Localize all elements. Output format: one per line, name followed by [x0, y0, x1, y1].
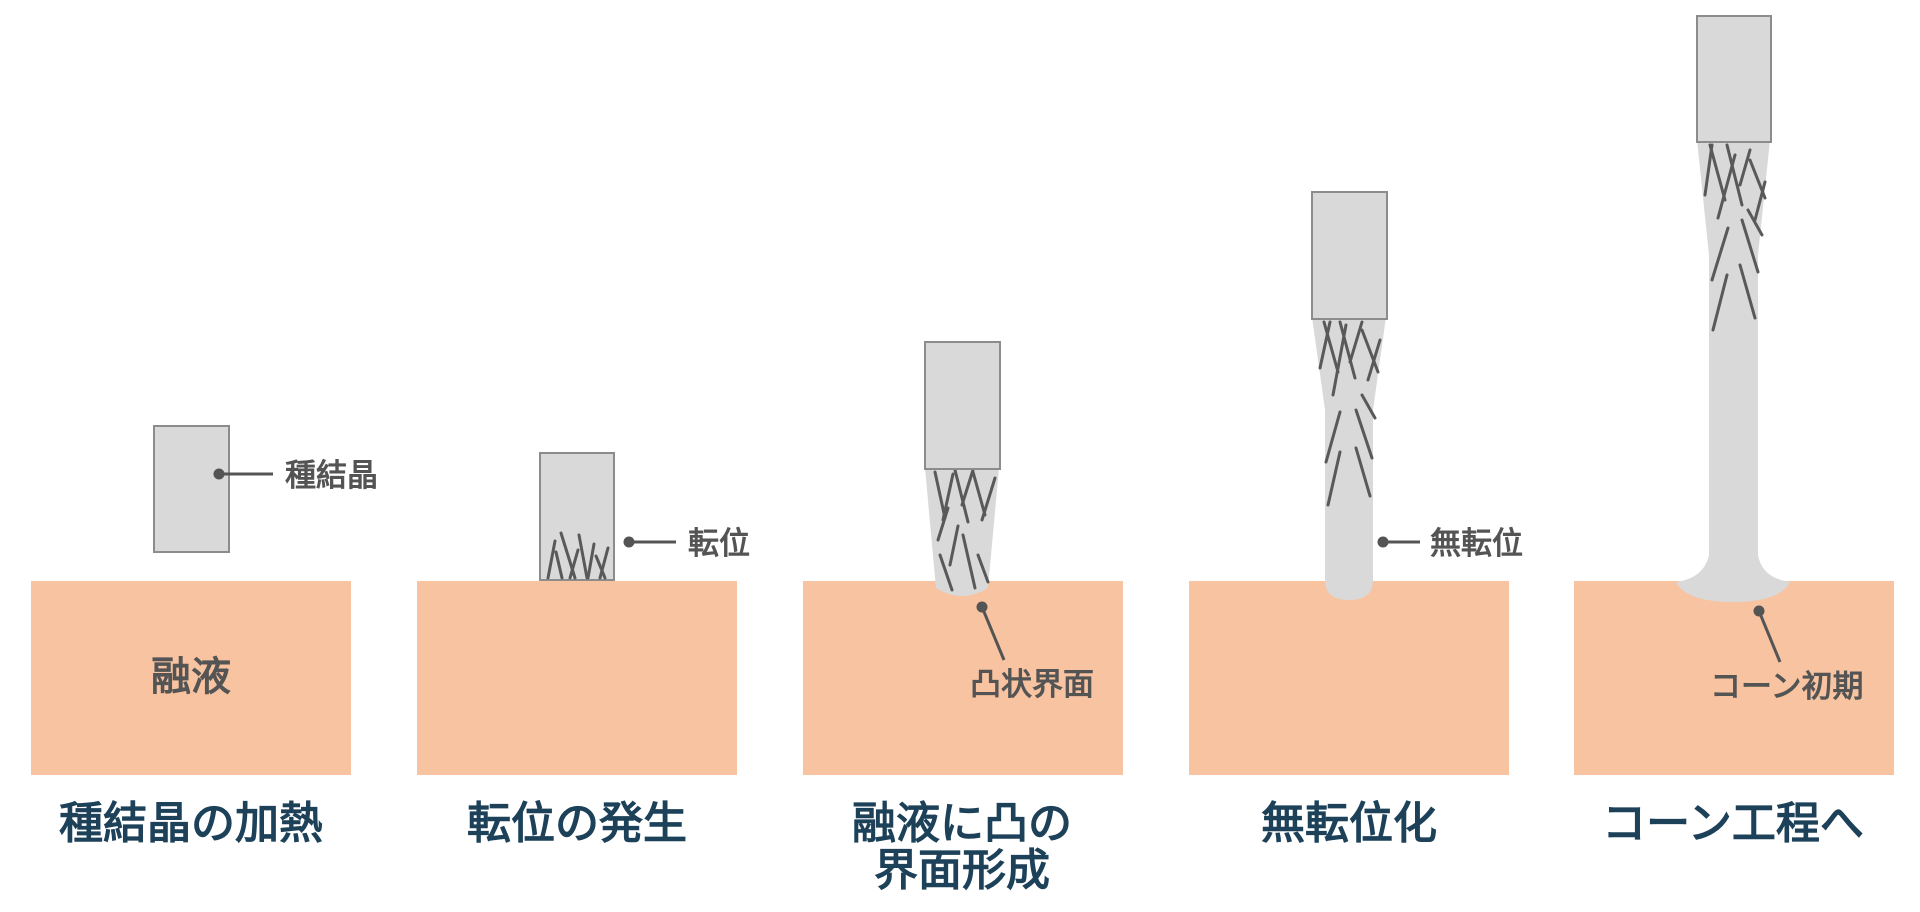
stage-convex-interface: 凸状界面 融液に凸の 界面形成 [803, 341, 1123, 896]
stage-title: 融液に凸の [852, 798, 1072, 849]
stage-title: 転位の発生 [467, 798, 687, 849]
seed-crystal [153, 425, 230, 553]
stage-title-line-2: 界面形成 [874, 845, 1050, 896]
callout-label: 種結晶 [285, 458, 378, 494]
grown-neck [1312, 317, 1386, 600]
dislocation-lines [933, 468, 997, 592]
stage-seed-heating: 融液 種結晶 種結晶の加熱 [31, 425, 378, 849]
dislocation-lines [1318, 320, 1382, 507]
melt-block [417, 581, 737, 775]
melt-label: 融液 [151, 654, 231, 700]
grown-neck [1676, 140, 1790, 602]
callout-label: 転位 [688, 526, 750, 562]
dislocation-lines [546, 531, 610, 580]
callout-leader [980, 606, 1006, 661]
grown-neck [925, 468, 999, 596]
seed-crystal [924, 341, 1001, 470]
melt-block [31, 581, 351, 775]
stage-title: 無転位化 [1261, 798, 1437, 849]
callout-label: 無転位 [1430, 526, 1523, 562]
stage-dislocation-free: 無転位 無転位化 [1189, 191, 1523, 849]
callout-seed-crystal: 種結晶 [213, 458, 378, 494]
callout-dislocation: 転位 [623, 526, 750, 562]
callout-leader [1757, 610, 1782, 663]
seed-crystal [1696, 15, 1772, 143]
callout-label: 凸状界面 [970, 667, 1094, 703]
callout-dislocation-free: 無転位 [1377, 526, 1523, 562]
melt-block [803, 581, 1123, 775]
stage-title: 種結晶の加熱 [59, 798, 323, 849]
callout-convex-interface: 凸状界面 [970, 601, 1094, 703]
seed-crystal [1311, 191, 1388, 320]
callout-label: コーン初期 [1710, 669, 1863, 705]
stage-dislocation-generation: 転位 転位の発生 [417, 452, 750, 849]
dislocation-lines [1703, 143, 1767, 332]
melt-block [1574, 581, 1894, 775]
melt-block [1189, 581, 1509, 775]
stage-title: コーン工程へ [1602, 798, 1864, 849]
stage-cone-process: コーン初期 コーン工程へ [1574, 15, 1894, 849]
callout-cone-initial: コーン初期 [1710, 605, 1863, 705]
